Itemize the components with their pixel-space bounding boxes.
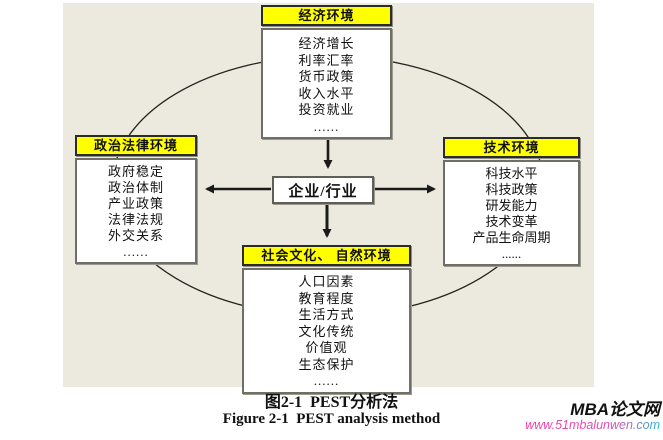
list-item: 外交关系: [107, 228, 164, 243]
list-item: 科技水平: [485, 166, 538, 181]
technological-environment-list: 科技水平 科技政策 研发能力 技术变革 产品生命周期 ......: [443, 160, 580, 266]
watermark: MBA论文网 www.51mbalunwen.com: [525, 401, 660, 432]
economic-environment-header: 经济环境: [261, 5, 392, 26]
list-item: 文化传统: [298, 323, 355, 339]
list-item: 生态保护: [298, 356, 355, 372]
list-item: 政府稳定: [107, 164, 164, 179]
list-item: 价值观: [305, 340, 348, 355]
economic-environment-list: 经济增长 利率汇率 货币政策 收入水平 投资就业 ......: [261, 28, 392, 139]
social-natural-environment-list: 人口因素 教育程度 生活方式 文化传统 价值观 生态保护 ......: [242, 268, 411, 394]
list-item: 货币政策: [298, 69, 355, 84]
list-item: 研发能力: [485, 198, 538, 213]
technological-environment-header: 技术环境: [443, 137, 580, 158]
enterprise-industry-node: 企业/行业: [272, 176, 374, 204]
list-item: 教育程度: [298, 290, 355, 306]
political-legal-environment-box: 政治法律环境 政府稳定 政治体制 产业政策 法律法规 外交关系 ......: [75, 135, 197, 264]
list-item: 生活方式: [298, 307, 355, 322]
list-item: 科技政策: [485, 182, 538, 197]
ellipsis-item: ......: [123, 244, 149, 259]
figure-caption-en: Figure 2-1 PEST analysis method: [222, 411, 441, 427]
list-item: 政治体制: [107, 180, 164, 195]
ellipsis-item: ......: [501, 246, 522, 261]
watermark-url: www.51mbalunwen.com: [525, 417, 660, 432]
list-item: 产业政策: [107, 196, 164, 211]
list-item: 收入水平: [298, 85, 355, 101]
ellipsis-item: ......: [313, 373, 340, 388]
list-item: 经济增长: [298, 36, 355, 51]
technological-environment-box: 技术环境 科技水平 科技政策 研发能力 技术变革 产品生命周期 ......: [443, 137, 580, 266]
list-item: 产品生命周期: [472, 230, 551, 245]
social-natural-environment-header: 社会文化、 自然环境: [242, 245, 411, 266]
watermark-site-name: MBA论文网: [570, 400, 660, 419]
political-legal-environment-header: 政治法律环境: [75, 135, 197, 156]
list-item: 技术变革: [485, 214, 538, 229]
social-natural-environment-box: 社会文化、 自然环境 人口因素 教育程度 生活方式 文化传统 价值观 生态保护 …: [242, 245, 411, 394]
list-item: 投资就业: [298, 102, 355, 117]
economic-environment-box: 经济环境 经济增长 利率汇率 货币政策 收入水平 投资就业 ......: [261, 5, 392, 139]
ellipsis-item: ......: [313, 118, 340, 134]
figure-caption-zh: 图2-1 PEST分析法: [264, 394, 399, 411]
list-item: 法律法规: [107, 212, 164, 227]
political-legal-environment-list: 政府稳定 政治体制 产业政策 法律法规 外交关系 ......: [75, 158, 197, 264]
list-item: 利率汇率: [298, 52, 355, 68]
list-item: 人口因素: [298, 274, 355, 289]
